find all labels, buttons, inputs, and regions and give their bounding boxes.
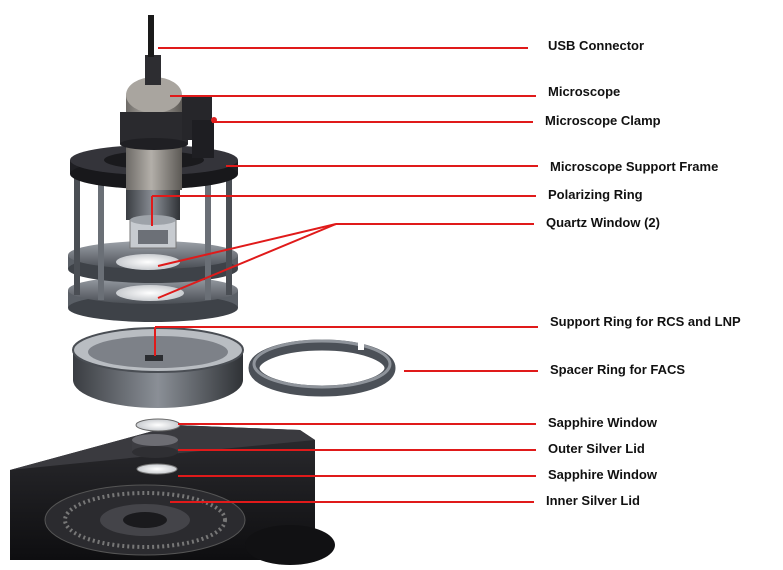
frame-lower [68, 241, 238, 322]
label-polarizing-ring: Polarizing Ring [548, 187, 643, 202]
leader-lines [151, 47, 538, 503]
microscope-body [120, 15, 217, 190]
label-support-ring: Support Ring for RCS and LNP [550, 314, 741, 329]
label-spacer-ring: Spacer Ring for FACS [550, 362, 686, 377]
label-usb-connector: USB Connector [548, 38, 645, 53]
support-ring-shape [72, 327, 244, 408]
label-inner-silver-lid: Inner Silver Lid [546, 493, 640, 508]
label-outer-silver-lid: Outer Silver Lid [548, 441, 645, 456]
lid-stack [132, 418, 181, 475]
spacer-ring-shape [248, 339, 396, 397]
label-quartz-window: Quartz Window (2) [546, 215, 660, 230]
label-microscope-support-frame: Microscope Support Frame [550, 159, 719, 174]
label-microscope: Microscope [548, 84, 621, 99]
frame-posts [74, 175, 232, 300]
label-microscope-clamp: Microscope Clamp [545, 113, 661, 128]
stage-base [10, 425, 335, 565]
label-sapphire-window-bottom: Sapphire Window [548, 467, 657, 482]
label-sapphire-window-top: Sapphire Window [548, 415, 657, 430]
